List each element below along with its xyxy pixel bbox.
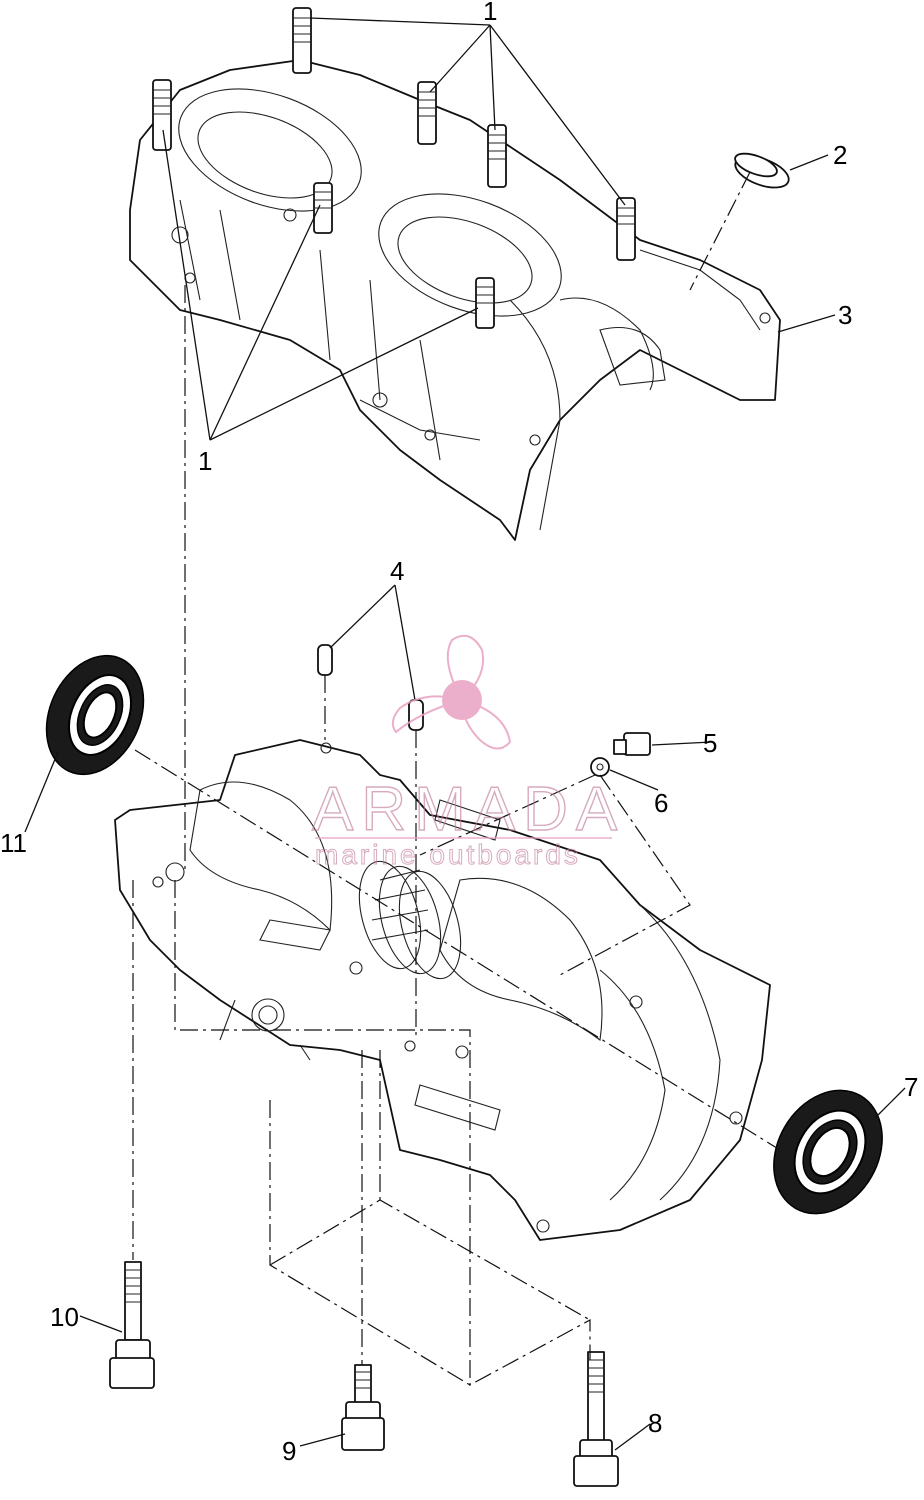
callout-9: 9 (282, 1436, 296, 1466)
callout-3: 3 (838, 300, 852, 330)
leader-lines (24, 17, 906, 1451)
callout-5: 5 (703, 728, 717, 758)
propeller-logo-icon (391, 634, 512, 750)
callout-8: 8 (648, 1408, 662, 1438)
oil-seal-part-11 (45, 654, 145, 776)
callout-1-bottom: 1 (198, 446, 212, 476)
armada-watermark: ARMADA marine outboards (311, 634, 625, 871)
upper-crankcase (129, 59, 781, 541)
oil-seal-part-7 (773, 1089, 883, 1215)
callout-6: 6 (654, 788, 668, 818)
callout-labels: 1 1 2 3 4 5 6 7 8 9 10 11 (0, 0, 918, 1466)
lower-crankcase (114, 739, 771, 1241)
callout-1-top: 1 (483, 0, 497, 26)
drain-screw-and-washer (590, 732, 651, 777)
callout-10: 10 (50, 1302, 79, 1332)
watermark-name: ARMADA (312, 775, 625, 844)
callout-11: 11 (0, 828, 27, 858)
callout-7: 7 (904, 1072, 918, 1102)
cylinder-studs (152, 7, 636, 329)
callout-4: 4 (390, 556, 404, 586)
plug-part-2 (734, 152, 790, 189)
callout-2: 2 (833, 140, 847, 170)
crankcase-bolts (109, 1261, 619, 1487)
alignment-lines (132, 171, 781, 1387)
watermark-tagline: marine outboards (315, 839, 581, 870)
